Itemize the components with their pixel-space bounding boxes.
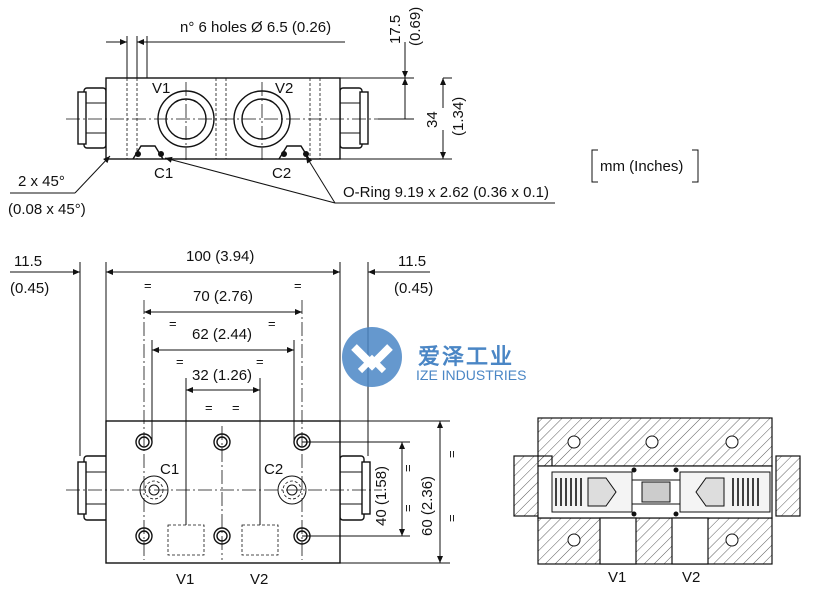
chamfer-label: 2 x 45° <box>18 173 65 190</box>
height-60: 60 (2.36) <box>419 476 436 536</box>
company-logo: 爱泽工业 IZE INDUSTRIES <box>336 325 536 389</box>
top-port-v2: V2 <box>275 80 293 97</box>
section-port-v1: V1 <box>608 569 626 586</box>
width-total: 100 (3.94) <box>186 248 254 265</box>
front-view <box>10 262 450 564</box>
logo-text-en: IZE INDUSTRIES <box>416 367 527 383</box>
height-mm: 34 <box>424 111 441 128</box>
front-port-v2: V2 <box>250 571 268 588</box>
eq-sign: = <box>400 464 415 472</box>
spring-right <box>732 478 759 506</box>
right-offset-in: (0.45) <box>394 280 433 297</box>
width-70: 70 (2.76) <box>193 288 253 305</box>
eq-sign: = <box>268 316 276 331</box>
front-port-v1: V1 <box>176 571 194 588</box>
right-offset-mm: 11.5 <box>398 253 426 270</box>
eq-sign: = <box>169 316 177 331</box>
width-32: 32 (1.26) <box>192 367 252 384</box>
top-port-c1: C1 <box>154 165 173 182</box>
section-port-v2: V2 <box>682 569 700 586</box>
eq-sign: = <box>444 514 459 522</box>
logo-mark-icon <box>342 327 402 387</box>
units-box <box>591 149 699 183</box>
eq-sign: = <box>205 400 213 415</box>
section-view <box>513 417 801 565</box>
top-port-v1: V1 <box>152 80 170 97</box>
left-offset-in: (0.45) <box>10 280 49 297</box>
width-62: 62 (2.44) <box>192 326 252 343</box>
holes-note: n° 6 holes Ø 6.5 (0.26) <box>180 19 331 36</box>
eq-sign: = <box>444 450 459 458</box>
height-in: (1.34) <box>450 97 467 136</box>
units-label: mm (Inches) <box>600 158 683 175</box>
eq-sign: = <box>256 354 264 369</box>
eq-sign: = <box>294 278 302 293</box>
chamfer-inch: (0.08 x 45°) <box>8 201 86 218</box>
height-top-mm: 17.5 <box>387 15 404 44</box>
height-top-in: (0.69) <box>407 7 424 46</box>
front-port-c2: C2 <box>264 461 283 478</box>
front-port-c1: C1 <box>160 461 179 478</box>
eq-sign: = <box>232 400 240 415</box>
eq-sign: = <box>176 354 184 369</box>
top-port-c2: C2 <box>272 165 291 182</box>
left-offset-mm: 11.5 <box>14 253 42 270</box>
top-view <box>10 36 555 204</box>
oring-label: O-Ring 9.19 x 2.62 (0.36 x 0.1) <box>343 184 549 201</box>
height-40: 40 (1.58) <box>373 466 390 526</box>
eq-sign: = <box>144 278 152 293</box>
logo-text-cn: 爱泽工业 <box>418 345 515 370</box>
eq-sign: = <box>400 504 415 512</box>
spring-left <box>555 478 582 506</box>
